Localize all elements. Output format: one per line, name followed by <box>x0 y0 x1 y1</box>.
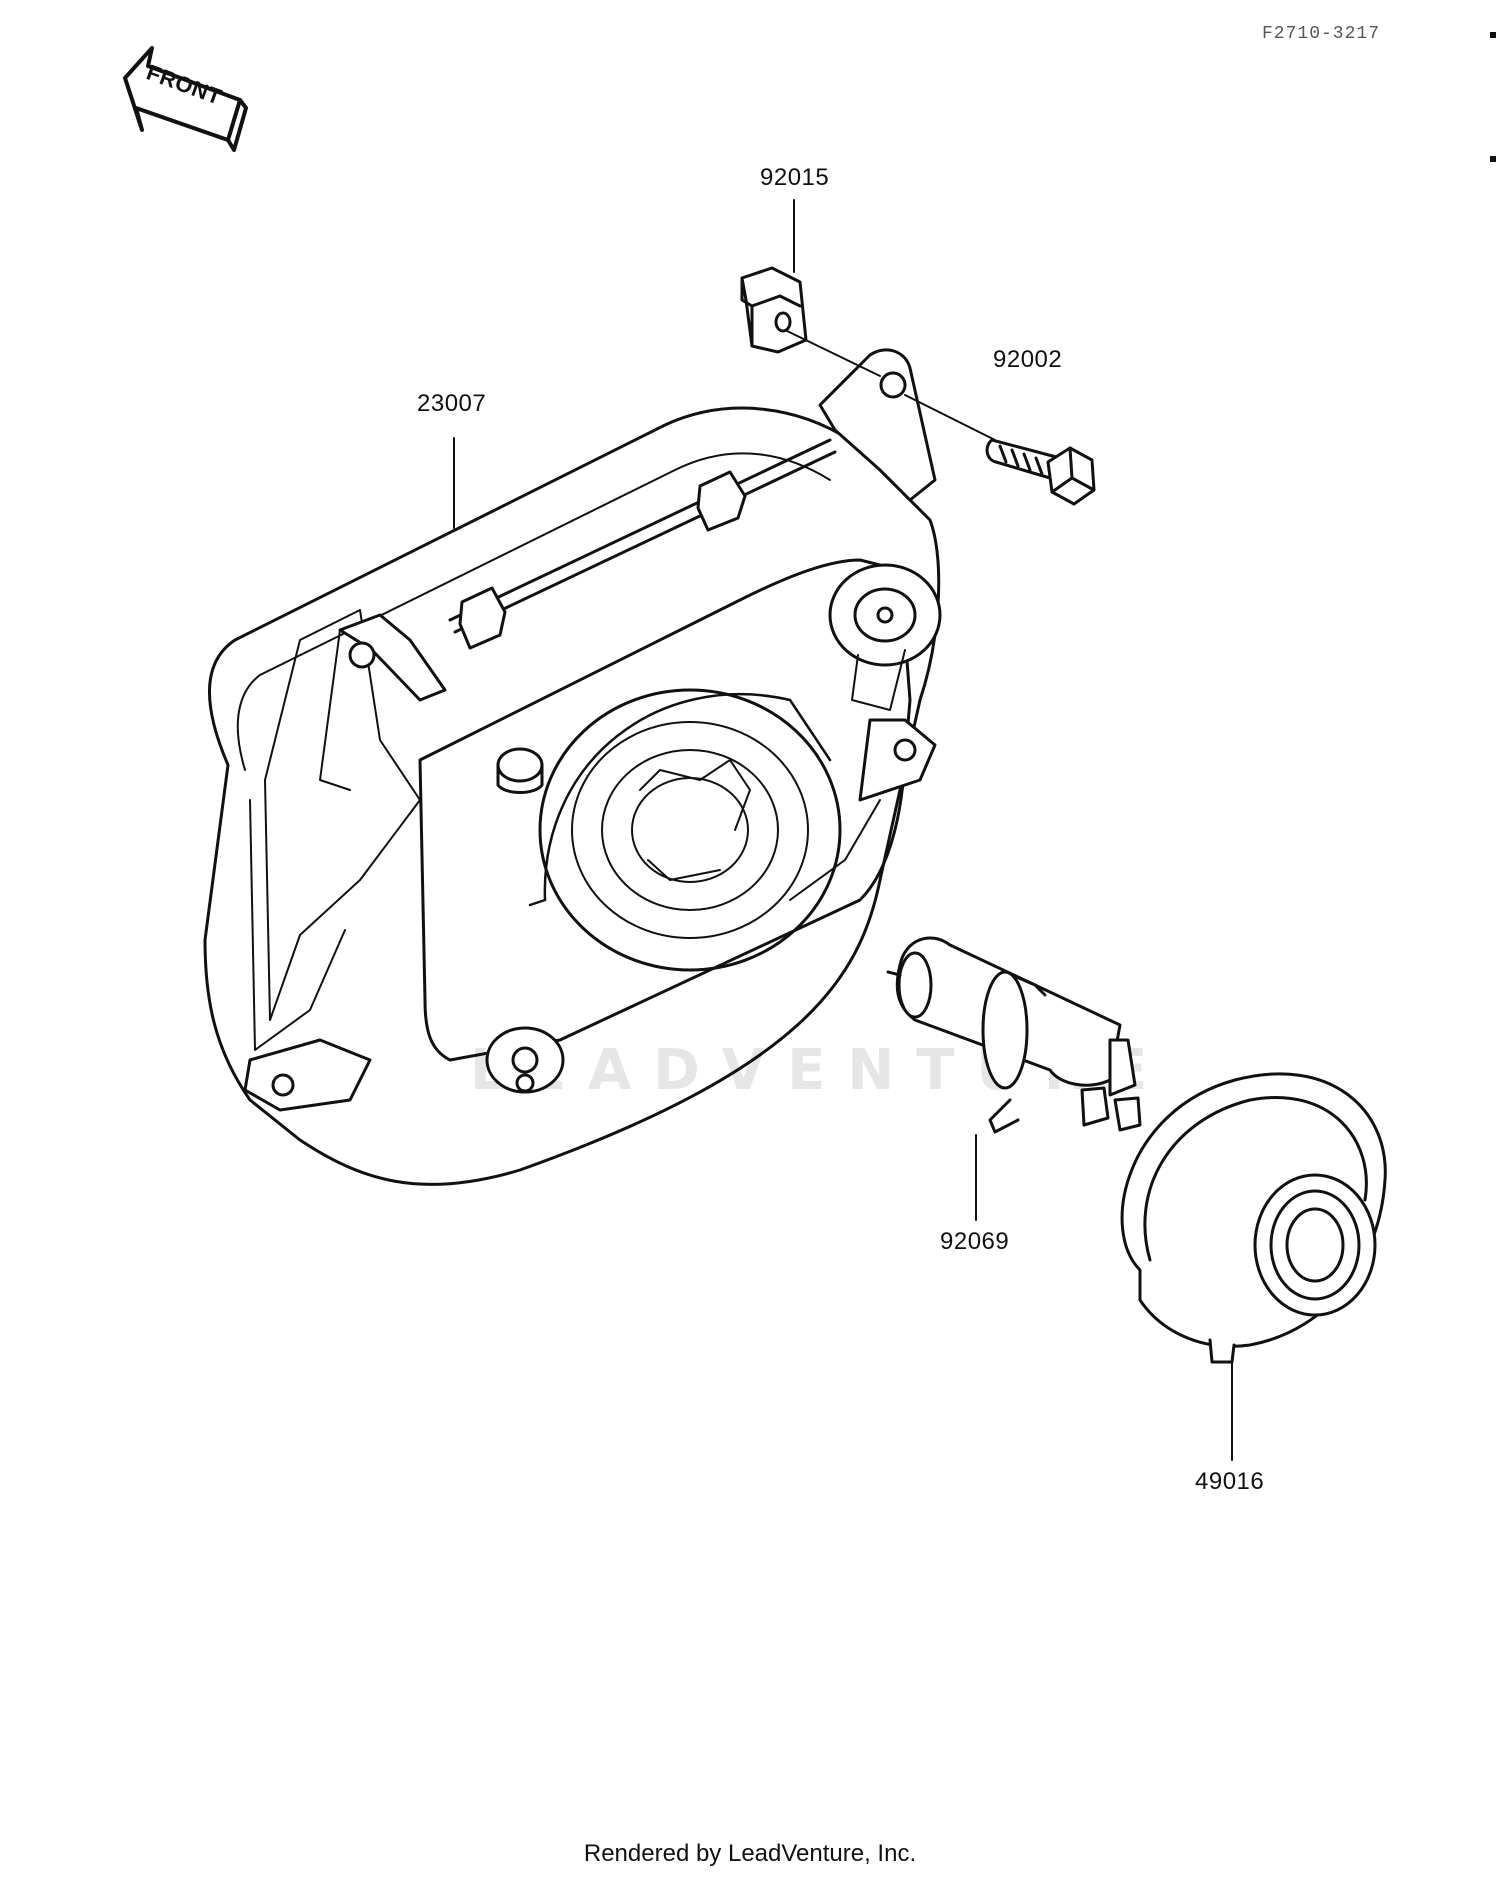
part-label-92002: 92002 <box>993 346 1063 373</box>
front-arrow-icon <box>123 46 248 152</box>
leader-lines <box>453 199 1233 1461</box>
margin-mark <box>1490 156 1496 162</box>
part-label-92015: 92015 <box>760 164 830 191</box>
headlight-housing <box>203 348 942 1186</box>
margin-mark <box>1490 32 1496 38</box>
footer-credit: Rendered by LeadVenture, Inc. <box>583 1840 917 1867</box>
part-label-92069: 92069 <box>940 1228 1010 1255</box>
figure-code: F2710-3217 <box>1262 24 1381 44</box>
bolt-part <box>985 438 1096 506</box>
part-label-23007: 23007 <box>417 390 487 417</box>
leader-92015-dash <box>784 329 881 377</box>
nut-clip-part <box>740 266 808 354</box>
part-label-49016: 49016 <box>1195 1468 1265 1495</box>
boot-part <box>1120 1072 1387 1364</box>
leader-92002-axis <box>904 394 996 441</box>
bulb-part <box>886 936 1142 1134</box>
